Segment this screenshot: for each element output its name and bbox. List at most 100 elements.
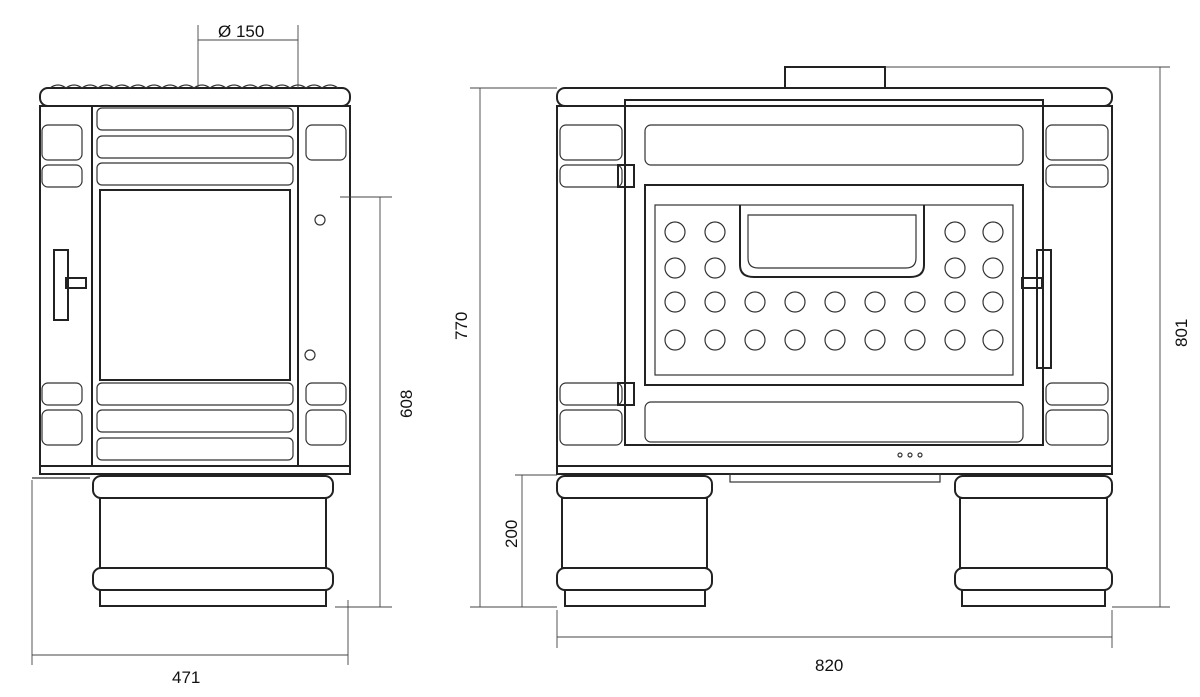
leg-foot (564, 590, 706, 607)
air-hole (944, 221, 966, 243)
front-door-frame (624, 99, 1044, 446)
front-baffle-inner (747, 214, 917, 269)
air-hole (704, 329, 726, 351)
air-hole (664, 329, 686, 351)
leg-top (556, 475, 713, 499)
label-front-width: 820 (815, 656, 843, 675)
side-right-tile (305, 124, 347, 161)
air-hole (664, 221, 686, 243)
air-hole (982, 257, 1004, 279)
side-view (32, 84, 351, 607)
leg-top (954, 475, 1113, 499)
side-panel-band (96, 437, 294, 461)
dim-side-width (31, 480, 349, 665)
side-feet (99, 590, 327, 607)
front-handle-knob (1021, 277, 1043, 289)
front-left-tile (559, 124, 623, 161)
dimension-lines (31, 25, 1170, 665)
side-base-body (99, 497, 327, 569)
side-panel-band (96, 107, 294, 131)
side-base-top (92, 475, 334, 499)
side-bottom-plate (39, 465, 351, 475)
front-air-holes (664, 221, 1004, 351)
air-hole (944, 257, 966, 279)
leg-body (959, 497, 1108, 569)
air-hole (704, 291, 726, 313)
leg-bottom (954, 567, 1113, 591)
front-bottom-plate (556, 465, 1113, 475)
side-door-handle (53, 249, 69, 321)
side-panel-band (96, 409, 294, 433)
leg-bottom (556, 567, 713, 591)
air-hole (864, 291, 886, 313)
dim-front-width (556, 610, 1113, 648)
front-indicator (917, 452, 923, 458)
air-hole (784, 329, 806, 351)
label-side-width: 471 (172, 668, 200, 687)
front-hinge-bottom (617, 382, 635, 406)
front-left-tile (559, 164, 623, 188)
front-firebox-back (654, 204, 1014, 376)
leg-foot (961, 590, 1106, 607)
front-right-tile (1045, 409, 1109, 446)
front-top-plate (556, 87, 1113, 107)
air-hole (664, 257, 686, 279)
air-hole (704, 221, 726, 243)
side-panel-band (96, 162, 294, 186)
air-hole (982, 329, 1004, 351)
side-left-tile (41, 124, 83, 161)
label-front-total-height: 801 (1172, 319, 1191, 347)
side-top-stones (49, 84, 339, 89)
front-right-tile (1045, 164, 1109, 188)
front-lower-panel (644, 401, 1024, 443)
front-view (556, 66, 1113, 607)
label-base-height: 200 (502, 520, 521, 548)
side-right-tile (305, 382, 347, 406)
front-upper-panel (644, 124, 1024, 166)
label-front-height: 770 (452, 312, 471, 340)
air-hole (904, 329, 926, 351)
label-side-flue-height: 608 (397, 390, 416, 418)
air-hole (944, 291, 966, 313)
side-bolt (304, 349, 316, 361)
air-hole (744, 329, 766, 351)
air-hole (864, 329, 886, 351)
air-hole (824, 291, 846, 313)
side-bolt (314, 214, 326, 226)
front-body (556, 105, 1113, 467)
dim-side-flue-height (335, 196, 392, 608)
front-indicator (897, 452, 903, 458)
side-handle-knob (65, 277, 87, 289)
air-hole (982, 221, 1004, 243)
side-right-tile (305, 409, 347, 446)
dim-base-height (515, 474, 557, 608)
front-left-leg (556, 475, 713, 607)
dim-flue-diameter (197, 25, 299, 88)
front-right-tile (1045, 124, 1109, 161)
air-hole (704, 257, 726, 279)
side-panel-band (96, 135, 294, 159)
air-hole (664, 291, 686, 313)
side-panel-band (96, 382, 294, 406)
air-hole (904, 291, 926, 313)
front-left-tile (559, 382, 623, 406)
front-right-leg (954, 475, 1113, 607)
front-baffle (739, 205, 925, 278)
front-left-tile (559, 409, 623, 446)
dim-front-total-height (885, 66, 1170, 608)
side-door-frame (91, 105, 299, 467)
air-hole (944, 329, 966, 351)
side-top-plate (39, 87, 351, 107)
side-left-tile (41, 409, 83, 446)
air-hole (982, 291, 1004, 313)
side-base-bottom (92, 567, 334, 591)
front-right-tile (1045, 382, 1109, 406)
air-hole (784, 291, 806, 313)
side-glass-panel (99, 189, 291, 381)
air-hole (744, 291, 766, 313)
side-left-tile (41, 382, 83, 406)
front-indicator (907, 452, 913, 458)
front-door-handle (1036, 249, 1052, 369)
front-flue (784, 66, 886, 89)
